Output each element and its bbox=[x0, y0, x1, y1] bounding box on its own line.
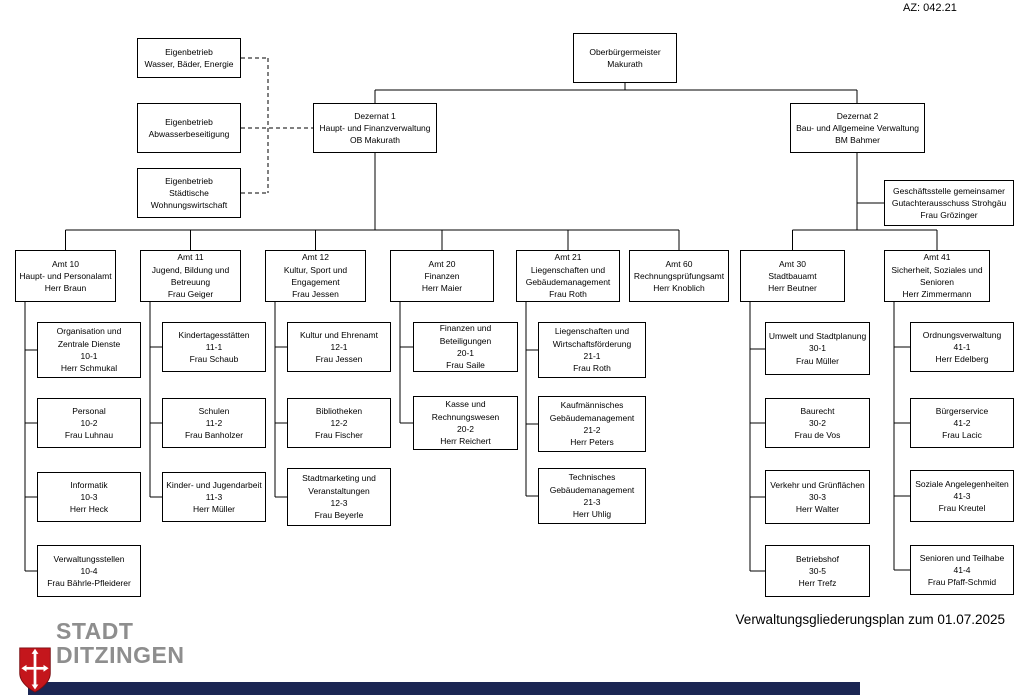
city-logo-line1: STADT bbox=[56, 618, 134, 644]
amt-21-box: Amt 21 Liegenschaften und Gebäudemanagem… bbox=[516, 250, 620, 302]
plan-date-caption: Verwaltungsgliederungsplan zum 01.07.202… bbox=[735, 612, 1005, 627]
eigenbetrieb-abwasser-box: Eigenbetrieb Abwasserbeseitigung bbox=[137, 103, 241, 153]
abteilung-30-1-box: Umwelt und Stadtplanung 30-1 Frau Müller bbox=[765, 322, 870, 375]
abteilung-11-1-box: Kindertagesstätten 11-1 Frau Schaub bbox=[162, 322, 266, 372]
dezernat-2-box: Dezernat 2 Bau- und Allgemeine Verwaltun… bbox=[790, 103, 925, 153]
abteilung-41-4-box: Senioren und Teilhabe 41-4 Frau Pfaff-Sc… bbox=[910, 545, 1014, 595]
abteilung-10-1-box: Organisation und Zentrale Dienste 10-1 H… bbox=[37, 322, 141, 378]
abteilung-30-5-box: Betriebshof 30-5 Herr Trefz bbox=[765, 545, 870, 597]
amt-10-box: Amt 10 Haupt- und Personalamt Herr Braun bbox=[15, 250, 116, 302]
abteilung-11-3-box: Kinder- und Jugendarbeit 11-3 Herr Mülle… bbox=[162, 472, 266, 522]
amt-30-box: Amt 30 Stadtbauamt Herr Beutner bbox=[740, 250, 845, 302]
eigenbetrieb-wasser-box: Eigenbetrieb Wasser, Bäder, Energie bbox=[137, 38, 241, 78]
abteilung-30-3-box: Verkehr und Grünflächen 30-3 Herr Walter bbox=[765, 470, 870, 524]
solid-connectors bbox=[24, 83, 938, 572]
dashed-connectors bbox=[241, 57, 313, 194]
abteilung-21-2-box: Kaufmännisches Gebäudemanagement 21-2 He… bbox=[538, 396, 646, 452]
dezernat-1-box: Dezernat 1 Haupt- und Finanzverwaltung O… bbox=[313, 103, 437, 153]
amt-60-box: Amt 60 Rechnungsprüfungsamt Herr Knoblic… bbox=[629, 250, 729, 302]
mayor-box: Oberbürgermeister Makurath bbox=[573, 33, 677, 83]
logo-footer-bar bbox=[28, 682, 860, 695]
amt-20-box: Amt 20 Finanzen Herr Maier bbox=[390, 250, 494, 302]
abteilung-20-1-box: Finanzen und Beteiligungen 20-1 Frau Sai… bbox=[413, 322, 518, 372]
eigenbetrieb-wohnungswirtschaft-box: Eigenbetrieb Städtische Wohnungswirtscha… bbox=[137, 168, 241, 218]
city-logo-text: STADT DITZINGEN bbox=[56, 618, 185, 668]
amt-11-box: Amt 11 Jugend, Bildung und Betreuung Fra… bbox=[140, 250, 241, 302]
abteilung-12-1-box: Kultur und Ehrenamt 12-1 Frau Jessen bbox=[287, 322, 391, 372]
city-logo-line2: DITZINGEN bbox=[56, 641, 185, 668]
abteilung-10-4-box: Verwaltungsstellen 10-4 Frau Bährle-Pfle… bbox=[37, 545, 141, 597]
abteilung-12-2-box: Bibliotheken 12-2 Frau Fischer bbox=[287, 398, 391, 448]
ditzingen-crest-icon bbox=[19, 647, 51, 693]
amt-12-box: Amt 12 Kultur, Sport und Engagement Frau… bbox=[265, 250, 366, 302]
abteilung-10-2-box: Personal 10-2 Frau Luhnau bbox=[37, 398, 141, 448]
geschaeftsstelle-box: Geschäftsstelle gemeinsamer Gutachteraus… bbox=[884, 180, 1014, 226]
abteilung-10-3-box: Informatik 10-3 Herr Heck bbox=[37, 472, 141, 522]
abteilung-20-2-box: Kasse und Rechnungswesen 20-2 Herr Reich… bbox=[413, 396, 518, 450]
amt-41-box: Amt 41 Sicherheit, Soziales und Senioren… bbox=[884, 250, 990, 302]
abteilung-12-3-box: Stadtmarketing und Veranstaltungen 12-3 … bbox=[287, 468, 391, 526]
abteilung-41-3-box: Soziale Angelegenheiten 41-3 Frau Kreute… bbox=[910, 470, 1014, 522]
abteilung-21-1-box: Liegenschaften und Wirtschaftsförderung … bbox=[538, 322, 646, 378]
file-reference-label: AZ: 042.21 bbox=[903, 2, 957, 14]
abteilung-11-2-box: Schulen 11-2 Frau Banholzer bbox=[162, 398, 266, 448]
abteilung-41-1-box: Ordnungsverwaltung 41-1 Herr Edelberg bbox=[910, 322, 1014, 372]
abteilung-30-2-box: Baurecht 30-2 Frau de Vos bbox=[765, 398, 870, 448]
abteilung-21-3-box: Technisches Gebäudemanagement 21-3 Herr … bbox=[538, 468, 646, 524]
abteilung-41-2-box: Bürgerservice 41-2 Frau Lacic bbox=[910, 398, 1014, 448]
